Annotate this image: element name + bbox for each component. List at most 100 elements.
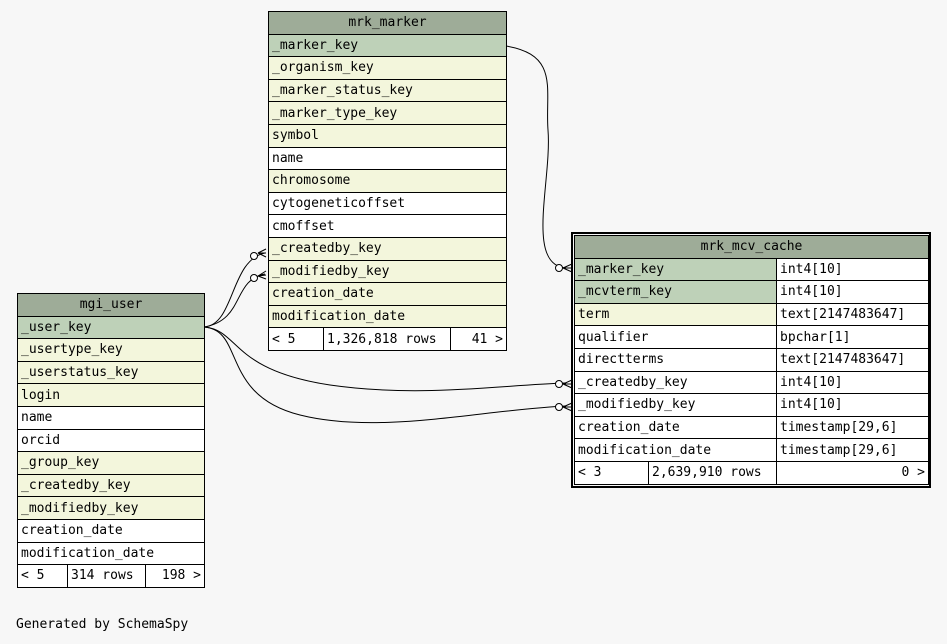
column-row[interactable]: _marker_type_key bbox=[267, 101, 508, 125]
column-row[interactable]: _group_key bbox=[16, 451, 206, 475]
crowfoot-marker-key bbox=[555, 264, 563, 272]
column-name[interactable]: modification_date bbox=[267, 304, 508, 329]
column-type: bpchar[1] bbox=[776, 325, 929, 349]
column-row[interactable]: _modifiedby_key bbox=[16, 496, 206, 520]
column-row[interactable]: cytogeneticoffset bbox=[267, 191, 508, 216]
column-type: int4[10] bbox=[776, 393, 929, 417]
column-row[interactable]: _usertype_key bbox=[16, 338, 206, 362]
row-count: 314 rows bbox=[67, 564, 146, 588]
column-name[interactable]: symbol bbox=[267, 123, 508, 148]
column-type: text[2147483647] bbox=[776, 347, 929, 372]
column-row[interactable]: creation_date bbox=[267, 282, 508, 306]
column-name[interactable]: qualifier bbox=[574, 325, 777, 349]
children-link[interactable]: 198 > bbox=[144, 564, 206, 588]
column-type: timestamp[29,6] bbox=[776, 415, 929, 440]
column-type: timestamp[29,6] bbox=[776, 438, 929, 462]
column-name[interactable]: orcid bbox=[16, 428, 206, 453]
column-row[interactable]: creation_date bbox=[16, 518, 206, 543]
column-row[interactable]: _createdby_key bbox=[16, 473, 206, 498]
column-name[interactable]: creation_date bbox=[16, 518, 206, 543]
link-marker-createdby bbox=[203, 252, 266, 328]
column-name[interactable]: cmoffset bbox=[267, 214, 508, 238]
crowfoot-marker-modifiedby bbox=[250, 274, 258, 282]
column-name[interactable]: modification_date bbox=[16, 541, 206, 566]
column-name[interactable]: _modifiedby_key bbox=[16, 496, 206, 520]
column-row[interactable]: cmoffset bbox=[267, 214, 508, 238]
column-name[interactable]: term bbox=[574, 302, 777, 327]
column-type: int4[10] bbox=[776, 280, 929, 304]
column-name[interactable]: _modifiedby_key bbox=[574, 393, 777, 417]
column-name[interactable]: _group_key bbox=[16, 451, 206, 475]
table-title[interactable]: mrk_mcv_cache bbox=[574, 235, 929, 259]
table-mgi-user[interactable]: mgi_user _user_key_usertype_key_userstat… bbox=[16, 293, 206, 588]
column-name[interactable]: cytogeneticoffset bbox=[267, 191, 508, 216]
column-name[interactable]: name bbox=[16, 405, 206, 430]
column-name[interactable]: _modifiedby_key bbox=[267, 259, 508, 284]
column-name[interactable]: _mcvterm_key bbox=[574, 280, 777, 304]
column-row[interactable]: modification_date bbox=[267, 304, 508, 329]
column-name[interactable]: creation_date bbox=[574, 415, 777, 440]
column-row[interactable]: chromosome bbox=[267, 169, 508, 193]
column-name[interactable]: directterms bbox=[574, 347, 777, 372]
column-name[interactable]: _user_key bbox=[16, 315, 206, 340]
column-row[interactable]: symbol bbox=[267, 123, 508, 148]
column-row[interactable]: name bbox=[267, 146, 508, 171]
crowfoot-marker-createdby bbox=[250, 252, 258, 260]
parents-link[interactable]: < 3 bbox=[574, 460, 649, 485]
column-name[interactable]: chromosome bbox=[267, 169, 508, 193]
crowfoot-cache-createdby bbox=[555, 380, 563, 388]
column-name[interactable]: _createdby_key bbox=[16, 473, 206, 498]
column-type: int4[10] bbox=[776, 370, 929, 395]
row-count: 1,326,818 rows bbox=[323, 327, 451, 351]
column-row[interactable]: modification_date bbox=[16, 541, 206, 566]
children-link[interactable]: 0 > bbox=[776, 460, 929, 485]
column-name[interactable]: _marker_key bbox=[574, 257, 777, 282]
column-row[interactable]: _modifiedby_key bbox=[267, 259, 508, 284]
column-row[interactable]: _userstatus_key bbox=[16, 360, 206, 385]
column-name[interactable]: creation_date bbox=[267, 282, 508, 306]
parents-link[interactable]: < 5 bbox=[17, 564, 68, 588]
column-row[interactable]: login bbox=[16, 383, 206, 407]
column-name[interactable]: _organism_key bbox=[267, 56, 508, 80]
column-name[interactable]: login bbox=[16, 383, 206, 407]
column-name[interactable]: _usertype_key bbox=[16, 338, 206, 362]
column-name[interactable]: _createdby_key bbox=[574, 370, 777, 395]
link-marker-modifiedby bbox=[203, 273, 266, 328]
column-name[interactable]: _createdby_key bbox=[267, 236, 508, 261]
table-mrk-marker[interactable]: mrk_marker _marker_key_organism_key_mark… bbox=[267, 11, 508, 351]
column-row[interactable]: _organism_key bbox=[267, 56, 508, 80]
table-title[interactable]: mgi_user bbox=[16, 293, 206, 317]
column-row[interactable]: _marker_key bbox=[267, 33, 508, 58]
column-name[interactable]: _userstatus_key bbox=[16, 360, 206, 385]
parents-link[interactable]: < 5 bbox=[268, 327, 324, 351]
link-cache-createdby bbox=[203, 326, 567, 392]
link-marker-key bbox=[505, 45, 567, 269]
column-name[interactable]: modification_date bbox=[574, 438, 777, 462]
column-name[interactable]: name bbox=[267, 146, 508, 171]
column-name[interactable]: _marker_status_key bbox=[267, 78, 508, 103]
children-link[interactable]: 41 > bbox=[449, 327, 508, 351]
table-title[interactable]: mrk_marker bbox=[267, 11, 508, 35]
column-row[interactable]: _createdby_key bbox=[267, 236, 508, 261]
column-row[interactable]: orcid bbox=[16, 428, 206, 453]
column-row[interactable]: name bbox=[16, 405, 206, 430]
row-count: 2,639,910 rows bbox=[648, 460, 777, 485]
column-name[interactable]: _marker_type_key bbox=[267, 101, 508, 125]
column-type: text[2147483647] bbox=[776, 302, 929, 327]
generated-by-credit: Generated by SchemaSpy bbox=[16, 617, 189, 632]
column-name[interactable]: _marker_key bbox=[267, 33, 508, 58]
crowfoot-cache-modifiedby bbox=[555, 403, 563, 411]
column-row[interactable]: _user_key bbox=[16, 315, 206, 340]
column-row[interactable]: _marker_status_key bbox=[267, 78, 508, 103]
